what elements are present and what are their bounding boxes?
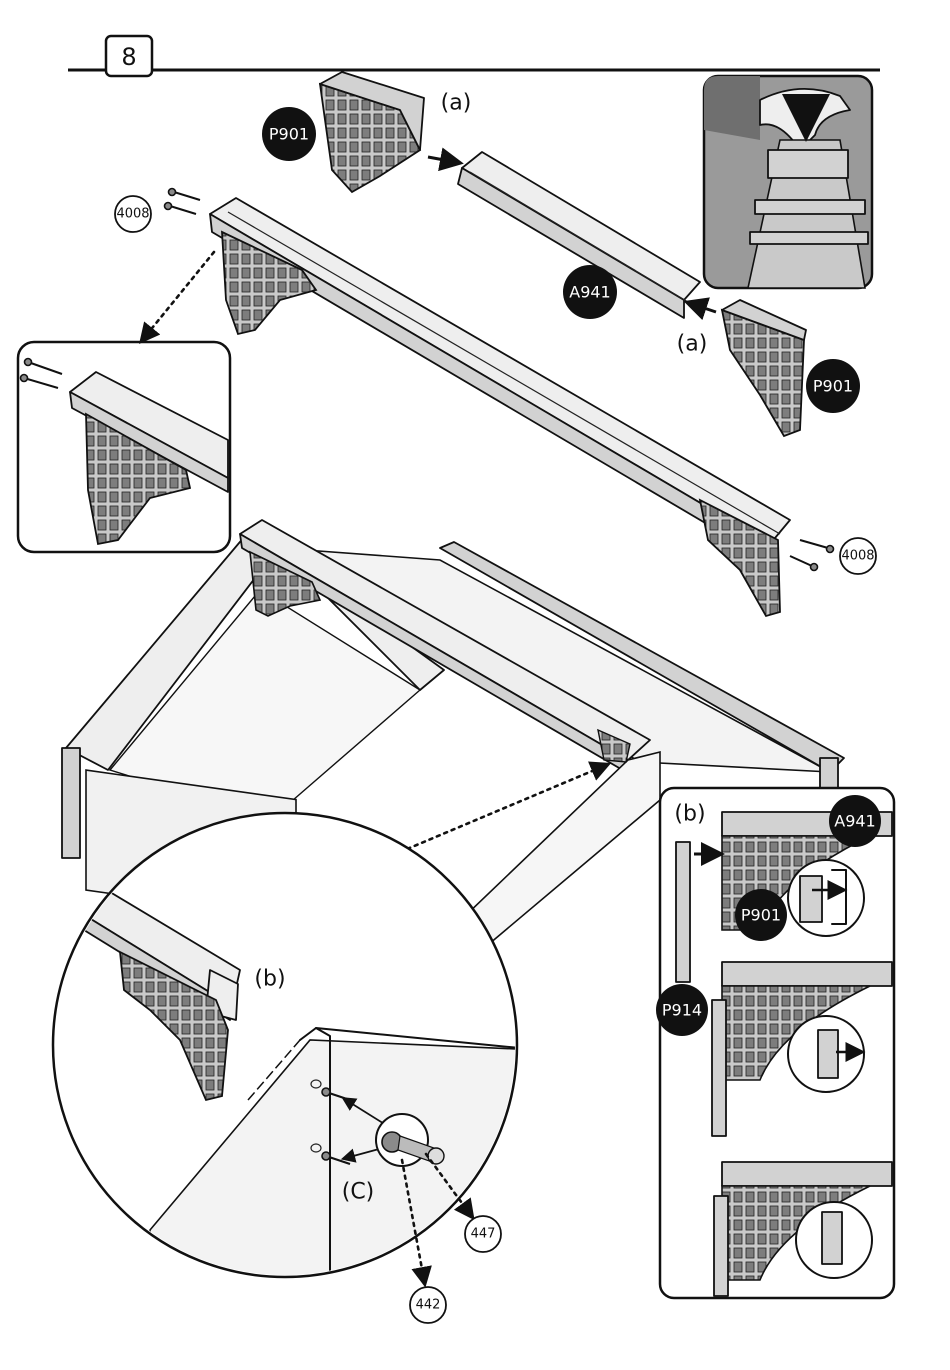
inset-clip-sequence	[660, 788, 894, 1298]
svg-text:442: 442	[416, 1298, 441, 1313]
screws-4008-right	[790, 540, 834, 571]
step-header: 8	[68, 36, 880, 76]
photo-inset-press-clip	[704, 76, 872, 288]
label-c-zoom: (C)	[342, 1180, 375, 1205]
badge-p901-top: P901	[262, 107, 316, 161]
svg-text:P901: P901	[813, 377, 853, 396]
badge-a941-inset: A941	[829, 795, 881, 847]
zoom-pointer-left	[144, 252, 214, 338]
screws-4008-left	[165, 189, 201, 215]
label-a-top: (a)	[441, 91, 472, 116]
badge-p901-right: P901	[806, 359, 860, 413]
callout-442: 442	[410, 1287, 446, 1323]
clip-p901-right	[722, 300, 806, 436]
badge-p914-inset: P914	[656, 984, 708, 1036]
insert-arrow-top	[428, 157, 455, 162]
callout-447: 447	[465, 1216, 501, 1252]
zoom-inset-bracket-screws	[18, 342, 230, 552]
svg-text:P901: P901	[269, 125, 309, 144]
svg-text:4008: 4008	[116, 207, 149, 222]
step-number: 8	[121, 43, 136, 71]
label-b-inset: (b)	[674, 802, 705, 827]
insert-arrow-right	[692, 304, 716, 312]
label-a-right: (a)	[677, 332, 708, 357]
label-b-zoom: (b)	[254, 967, 285, 992]
svg-text:447: 447	[471, 1227, 496, 1242]
clip-p901-top	[320, 72, 424, 192]
svg-text:4008: 4008	[841, 549, 874, 564]
zoom-circle-joint	[53, 813, 540, 1290]
badge-p901-inset: P901	[735, 889, 787, 941]
svg-text:A941: A941	[569, 283, 610, 302]
svg-text:P914: P914	[662, 1001, 702, 1020]
callout-4008-right: 4008	[840, 538, 876, 574]
svg-text:A941: A941	[834, 812, 875, 831]
badge-a941-rail: A941	[563, 265, 617, 319]
svg-text:P901: P901	[741, 906, 781, 925]
callout-4008-left: 4008	[115, 196, 151, 232]
